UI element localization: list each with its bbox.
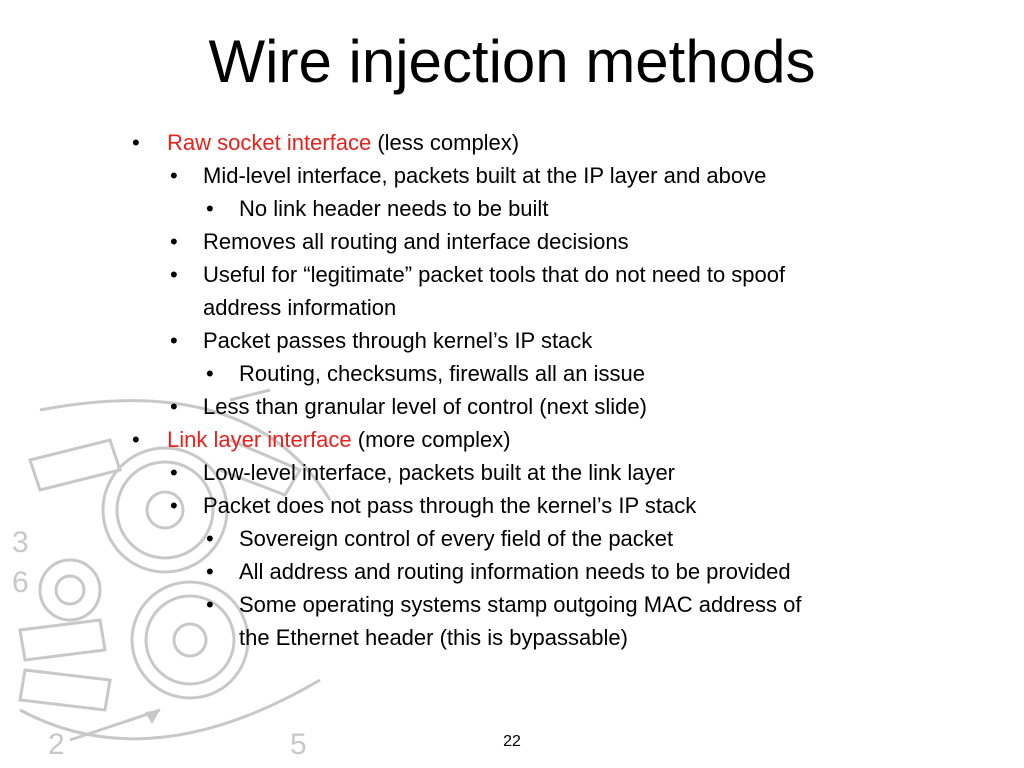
bullet-dot-icon: • — [206, 361, 214, 386]
bullet-text: Sovereign control of every field of the … — [239, 522, 673, 555]
bullet-dot-icon: • — [132, 427, 140, 452]
bullet-body-text: Useful for “legitimate” packet tools tha… — [203, 262, 786, 287]
bullet-body-text: Packet passes through kernel’s IP stack — [203, 328, 593, 353]
bullet-text: Packet does not pass through the kernel’… — [203, 489, 696, 522]
bullet-dot-icon: • — [170, 262, 178, 287]
bullet-body-text: Some operating systems stamp outgoing MA… — [239, 592, 802, 617]
watermark-digit-6: 6 — [12, 566, 29, 599]
bullet-body-text: All address and routing information need… — [239, 559, 791, 584]
bullet-text: the Ethernet header (this is bypassable) — [239, 621, 628, 654]
bullet-highlight-text: Link layer interface — [167, 427, 352, 452]
bullet-text: Link layer interface (more complex) — [167, 423, 511, 456]
bullet-dot-icon: • — [206, 196, 214, 221]
bullet-body-text: Mid-level interface, packets built at th… — [203, 163, 767, 188]
bullet-text: Low-level interface, packets built at th… — [203, 456, 675, 489]
bullet-dot-icon: • — [206, 559, 214, 584]
bullet-body-text: No link header needs to be built — [239, 196, 549, 221]
bullet-text: Packet passes through kernel’s IP stack — [203, 324, 592, 357]
bullet-dot-icon: • — [170, 328, 178, 353]
bullet-body-text: (less complex) — [371, 130, 520, 155]
bullet-body-text: Less than granular level of control (nex… — [203, 394, 647, 419]
bullet-body-text: Low-level interface, packets built at th… — [203, 460, 676, 485]
bullet-text: Useful for “legitimate” packet tools tha… — [203, 258, 785, 291]
bullet-highlight-text: Raw socket interface — [167, 130, 372, 155]
bullet-text: Mid-level interface, packets built at th… — [203, 159, 766, 192]
bullet-text: Raw socket interface (less complex) — [167, 126, 519, 159]
bullet-text: Less than granular level of control (nex… — [203, 390, 647, 423]
bullet-dot-icon: • — [206, 526, 214, 551]
clock-gear-watermark-icon — [18, 388, 332, 742]
bullet-dot-icon: • — [170, 493, 178, 518]
page-number: 22 — [503, 733, 521, 750]
bullet-dot-icon: • — [170, 460, 178, 485]
bullet-text: All address and routing information need… — [239, 555, 791, 588]
slide-title: Wire injection methods — [208, 28, 816, 95]
bullet-dot-icon: • — [170, 229, 178, 254]
bullet-text: address information — [203, 291, 396, 324]
bullet-body-text: the Ethernet header (this is bypassable) — [239, 625, 628, 650]
bullet-body-text: (more complex) — [351, 427, 511, 452]
bullet-dot-icon: • — [170, 163, 178, 188]
bullet-text: No link header needs to be built — [239, 192, 548, 225]
bullet-dot-icon: • — [170, 394, 178, 419]
bullet-text: Removes all routing and interface decisi… — [203, 225, 629, 258]
bullet-text: Some operating systems stamp outgoing MA… — [239, 588, 802, 621]
bullet-body-text: Packet does not pass through the kernel’… — [203, 493, 697, 518]
bullet-body-text: Routing, checksums, firewalls all an iss… — [239, 361, 645, 386]
bullet-dot-icon: • — [206, 592, 214, 617]
bullet-body-text: address information — [203, 295, 397, 320]
bullet-body-text: Removes all routing and interface decisi… — [203, 229, 629, 254]
watermark-digit-2: 2 — [48, 728, 65, 761]
watermark-digit-5: 5 — [290, 728, 307, 761]
watermark-digit-3: 3 — [12, 526, 29, 559]
bullet-dot-icon: • — [132, 130, 140, 155]
bullet-body-text: Sovereign control of every field of the … — [239, 526, 674, 551]
bullet-text: Routing, checksums, firewalls all an iss… — [239, 357, 645, 390]
